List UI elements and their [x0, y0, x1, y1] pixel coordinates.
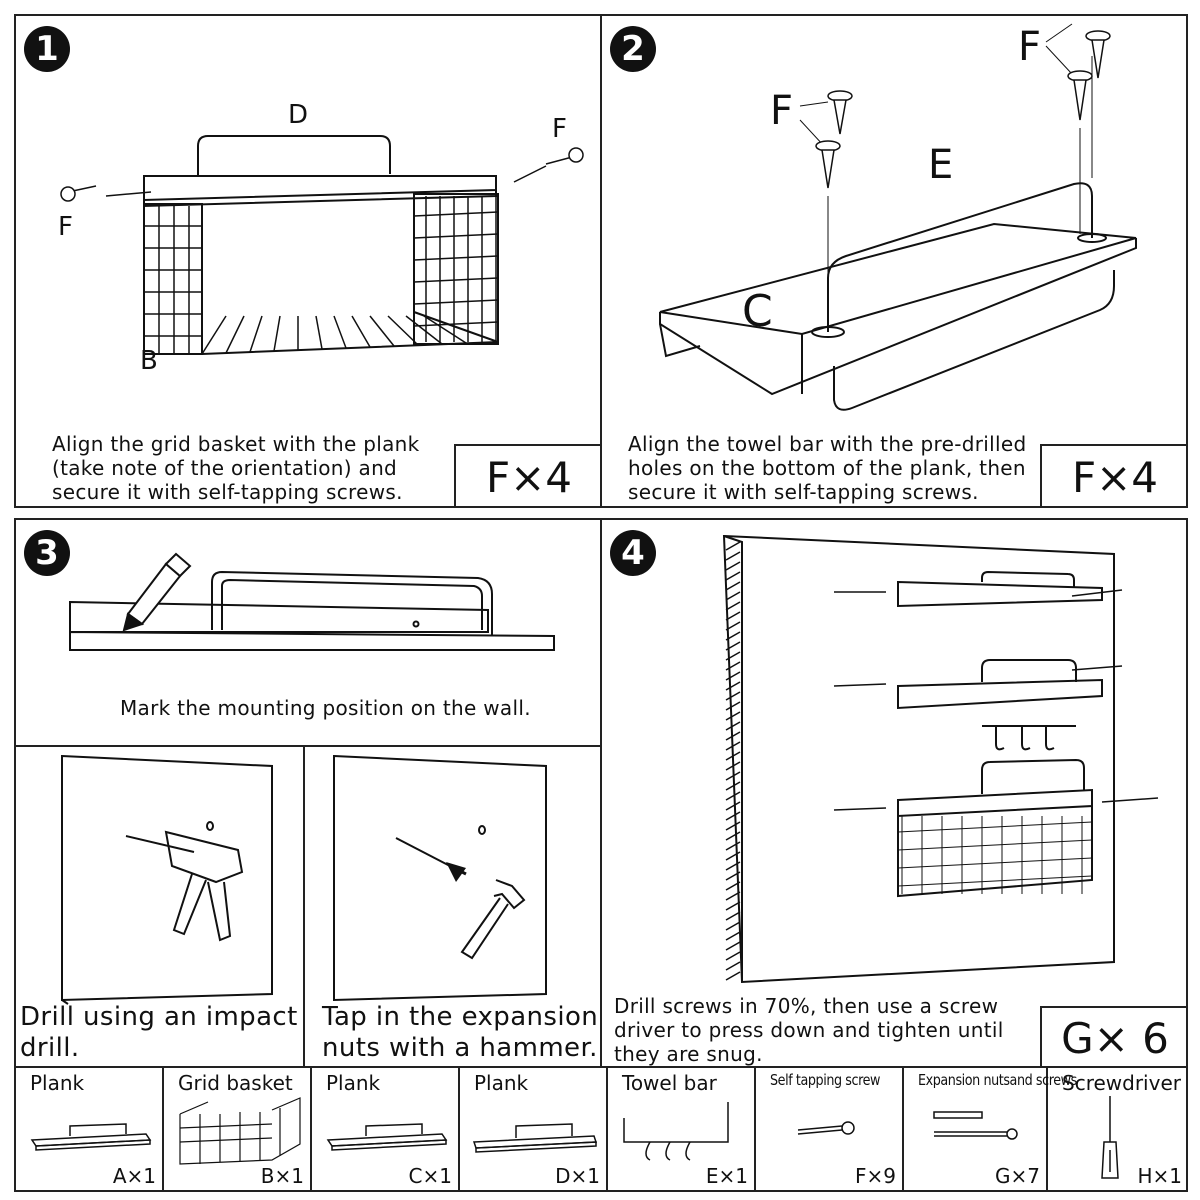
grid-basket-icon — [179, 1097, 301, 1165]
screwdriver-icon — [1101, 1096, 1119, 1179]
drill-caption: Drill using an impact drill. — [20, 1002, 298, 1063]
label-b: B — [140, 346, 158, 376]
part-plank-a: Plank A×1 — [16, 1068, 164, 1192]
step-4-panel: 4 — [600, 518, 1188, 1068]
part-screwdriver: Screwdriver H×1 — [1048, 1068, 1188, 1192]
label-f-mid: F — [770, 88, 794, 134]
step-4-number: 4 — [610, 530, 656, 576]
step-4-quantity: G× 6 — [1040, 1006, 1188, 1068]
label-d: D — [288, 100, 309, 130]
step-2-panel: 2 — [600, 14, 1188, 508]
label-f-right: F — [552, 114, 567, 144]
label-c: C — [742, 286, 773, 337]
parts-list — [14, 1066, 1188, 1192]
step-1-instruction: Align the grid basket with the plank (ta… — [52, 432, 420, 504]
step-3-illustration — [16, 552, 604, 1070]
step-3-number: 3 — [24, 530, 70, 576]
step-1-illustration — [60, 135, 584, 355]
label-f-top: F — [1018, 24, 1042, 70]
step-1-number: 1 — [24, 26, 70, 72]
plank-icon — [30, 1123, 152, 1151]
towel-bar-icon — [623, 1102, 729, 1161]
plank-icon — [326, 1123, 448, 1151]
step-4-instruction: Drill screws in 70%, then use a screw dr… — [614, 994, 1004, 1066]
step-1-panel: 1 D F F B Align the grid basket with the — [14, 14, 602, 508]
step-4-illustration — [722, 534, 1159, 984]
part-towel-bar: Towel bar E×1 — [608, 1068, 756, 1192]
expansion-nut-icon — [933, 1111, 1018, 1140]
part-expansion-nuts-and-screws: Expansion nutsand screws G×7 — [904, 1068, 1077, 1192]
step-2-illustration — [659, 23, 1137, 411]
screw-icon — [797, 1121, 855, 1135]
step-2-number: 2 — [610, 26, 656, 72]
part-plank-c: Plank C×1 — [312, 1068, 460, 1192]
part-self-tapping-screw: Self tapping screw F×9 — [756, 1068, 904, 1192]
tap-caption: Tap in the expansion nuts with a hammer. — [322, 1002, 599, 1063]
step-3-instruction: Mark the mounting position on the wall. — [120, 696, 531, 720]
step-2-quantity: F×4 — [1040, 444, 1188, 508]
step-2-instruction: Align the towel bar with the pre-drilled… — [628, 432, 1027, 504]
plank-with-handle-icon — [472, 1123, 598, 1153]
label-e: E — [928, 142, 954, 188]
step-3-panel: 3 — [14, 518, 604, 1070]
part-plank-d: Plank D×1 — [460, 1068, 608, 1192]
step-1-quantity: F×4 — [454, 444, 602, 508]
label-f-left: F — [58, 212, 73, 242]
part-grid-basket: Grid basket B×1 — [164, 1068, 312, 1192]
